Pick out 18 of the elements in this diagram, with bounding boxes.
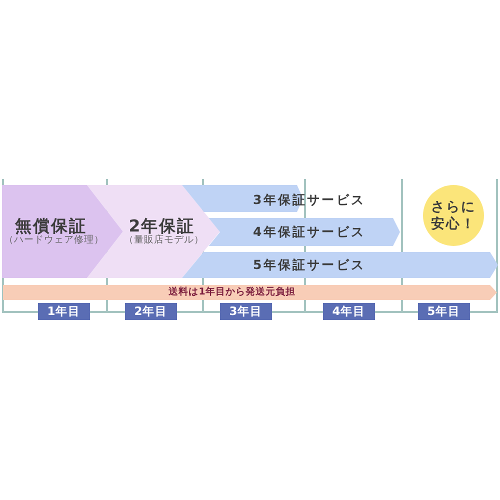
- warranty-note: （ハードウェア修理）: [4, 236, 104, 246]
- arrow-band: [182, 252, 498, 278]
- arrow-band: [208, 218, 400, 246]
- service-label: 5年保証サービス: [253, 258, 366, 272]
- shipping-note: 送料は1年目から発送元負担: [168, 287, 296, 298]
- year-tag: 3年目: [220, 303, 272, 320]
- year-tag: 5年目: [418, 303, 470, 320]
- year-tag: 2年目: [125, 303, 177, 320]
- year-tag: 1年目: [38, 303, 90, 320]
- warranty-note: （量販店モデル）: [124, 236, 204, 246]
- chevron-band: [2, 185, 123, 278]
- warranty-title: 無償保証: [15, 218, 87, 236]
- year-tag: 4年目: [323, 303, 375, 320]
- callout-text: さらに安心！: [430, 199, 476, 233]
- arrow-band: [3, 285, 497, 300]
- service-label: 3年保証サービス: [253, 192, 366, 208]
- warranty-title: 2年保証: [128, 218, 196, 236]
- service-label: 4年保証サービス: [253, 224, 366, 240]
